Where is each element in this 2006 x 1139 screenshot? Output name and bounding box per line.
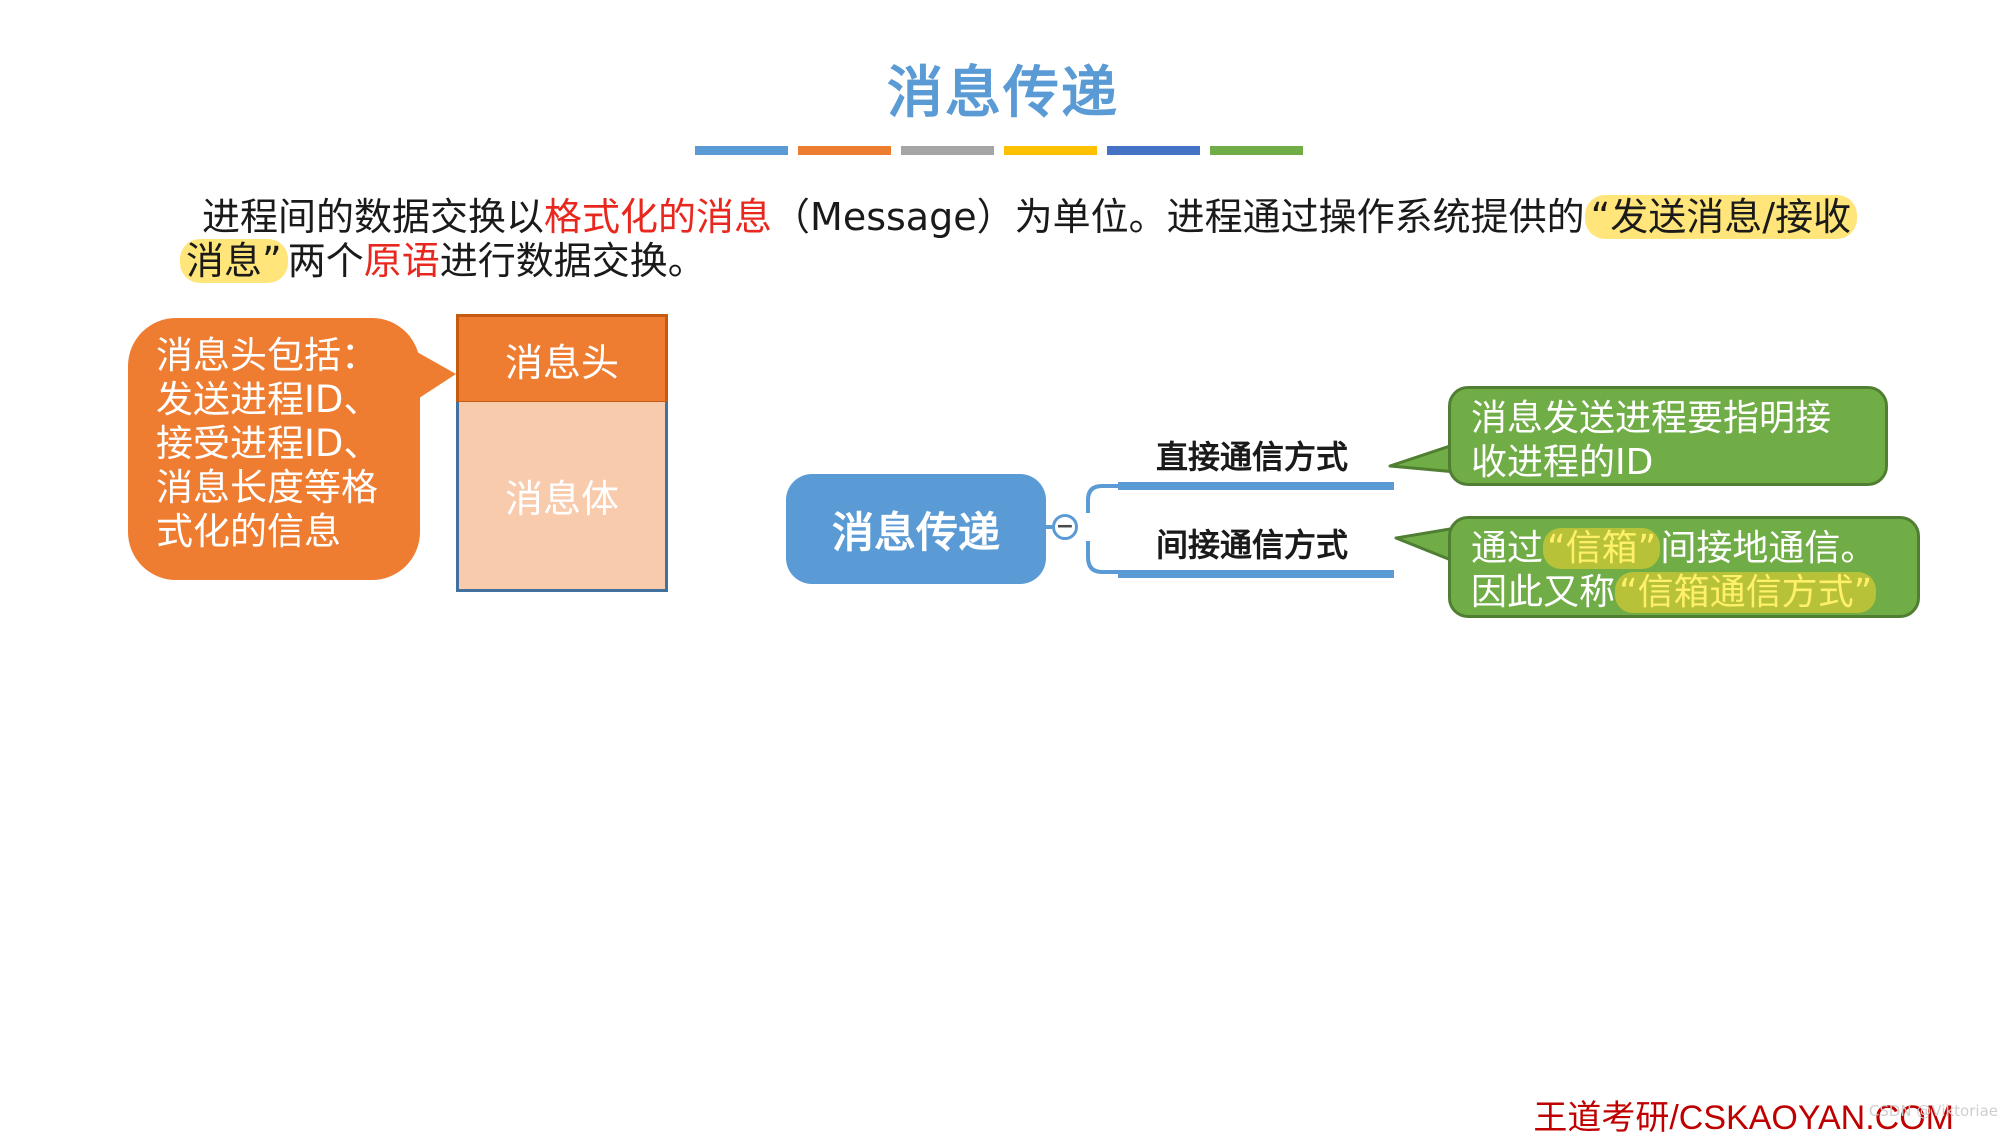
message-head-box: 消息头	[456, 314, 668, 404]
bubble-tail	[410, 348, 456, 404]
intro-highlight-message: 消息”	[180, 239, 288, 283]
indirect-communication-callout: 通过“信箱”间接地通信。 因此又称“信箱通信方式”	[1448, 516, 1920, 618]
bubble-line: 发送进程ID、	[156, 378, 381, 421]
bubble-line: 接受进程ID、	[156, 422, 381, 465]
message-header-bubble: 消息头包括： 发送进程ID、 接受进程ID、 消息长度等格 式化的信息	[128, 318, 420, 580]
collapse-toggle-icon[interactable]: −	[1052, 514, 1078, 540]
color-stripe-6	[1210, 146, 1303, 155]
intro-line-2: 消息”两个原语进行数据交换。	[180, 238, 706, 284]
message-body-box: 消息体	[456, 402, 668, 592]
callout-text: 间接地通信。	[1660, 528, 1877, 569]
color-stripe-3	[901, 146, 994, 155]
callout-text: 因此又称	[1471, 572, 1616, 613]
callout-line: 收进程的ID	[1471, 442, 1654, 483]
callout-text: 通过	[1471, 528, 1544, 569]
mindmap-central-node: 消息传递	[786, 474, 1046, 584]
intro-highlight-send-receive: “发送消息/接收	[1584, 195, 1858, 239]
callout-line-1: 通过“信箱”间接地通信。	[1471, 527, 1897, 571]
branch-direct-label: 直接通信方式	[1156, 438, 1349, 476]
intro-line-1: 进程间的数据交换以格式化的消息（Message）为单位。进程通过操作系统提供的“…	[202, 194, 1858, 240]
branch-indirect-label: 间接通信方式	[1156, 526, 1349, 564]
color-stripe-5	[1107, 146, 1200, 155]
callout-line-2: 因此又称“信箱通信方式”	[1471, 571, 1897, 615]
bubble-line: 消息头包括：	[156, 334, 378, 377]
color-stripe-2	[798, 146, 891, 155]
callout-line: 消息发送进程要指明接	[1471, 398, 1832, 439]
intro-text: （Message）为单位。进程通过操作系统提供的	[772, 195, 1585, 239]
page-title: 消息传递	[887, 61, 1119, 126]
bubble-line: 消息长度等格	[156, 466, 378, 509]
color-stripe-4	[1004, 146, 1097, 155]
color-stripe-1	[695, 146, 788, 155]
callout-highlight-mailbox-mode: “信箱通信方式”	[1615, 572, 1877, 613]
watermark: CSDN @Viktoriae	[1868, 1102, 1998, 1120]
intro-highlight-primitive: 原语	[363, 239, 440, 283]
intro-text: 两个	[287, 239, 364, 283]
bubble-line: 式化的信息	[156, 510, 341, 553]
minus-icon: −	[1055, 514, 1075, 539]
direct-communication-callout: 消息发送进程要指明接 收进程的ID	[1448, 386, 1888, 486]
intro-highlight-formatted-message: 格式化的消息	[544, 195, 773, 239]
intro-text: 进程间的数据交换以	[202, 195, 545, 239]
callout-highlight-mailbox: “信箱”	[1543, 528, 1661, 569]
intro-text: 进行数据交换。	[439, 239, 706, 283]
